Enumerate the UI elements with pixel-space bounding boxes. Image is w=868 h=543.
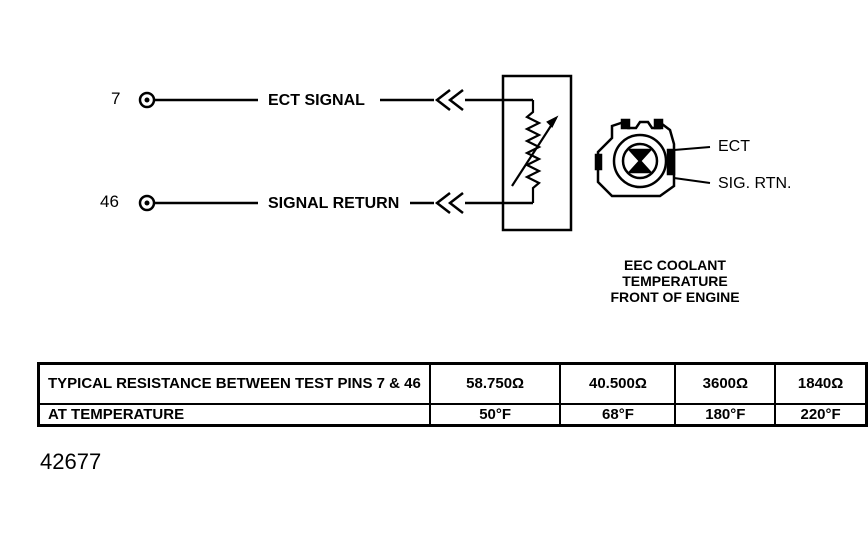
caption-line-3: FRONT OF ENGINE xyxy=(610,289,740,305)
signal-return-label: SIGNAL RETURN xyxy=(268,195,400,212)
pin-7-terminal xyxy=(138,91,156,109)
ect-signal-label: ECT SIGNAL xyxy=(268,92,365,109)
pin-7-label: 7 xyxy=(111,89,121,108)
resistance-value: 40.500Ω xyxy=(559,362,677,405)
caption-line-1: EEC COOLANT xyxy=(624,257,726,273)
sig-rtn-label: SIG. RTN. xyxy=(718,175,792,192)
resistance-row: TYPICAL RESISTANCE BETWEEN TEST PINS 7 &… xyxy=(37,362,868,405)
sensor-housing xyxy=(501,74,573,232)
temperature-value: 50°F xyxy=(428,402,562,427)
resistance-table: TYPICAL RESISTANCE BETWEEN TEST PINS 7 &… xyxy=(37,362,868,427)
resistance-value: 58.750Ω xyxy=(428,362,562,405)
resistance-value: 3600Ω xyxy=(674,362,777,405)
ect-callout-line xyxy=(673,146,711,151)
caption-line-2: TEMPERATURE xyxy=(622,273,728,289)
ect-signal-connector xyxy=(434,89,464,111)
resistance-header: TYPICAL RESISTANCE BETWEEN TEST PINS 7 &… xyxy=(37,362,431,405)
pin-46-terminal xyxy=(138,194,156,212)
temperature-header: AT TEMPERATURE xyxy=(37,402,431,427)
sensor-caption: EEC COOLANT TEMPERATURE FRONT OF ENGINE xyxy=(575,257,775,305)
pin-46-label: 46 xyxy=(100,192,119,211)
ect-label: ECT xyxy=(718,138,750,155)
sensor-connector-icon xyxy=(594,118,676,198)
temperature-value: 68°F xyxy=(559,402,677,427)
figure-number: 42677 xyxy=(40,449,102,474)
temperature-row: AT TEMPERATURE 50°F 68°F 180°F 220°F xyxy=(37,402,868,427)
temperature-value: 220°F xyxy=(774,402,868,427)
thermistor-symbol xyxy=(511,100,559,203)
temperature-value: 180°F xyxy=(674,402,777,427)
signal-return-connector xyxy=(434,192,464,214)
resistance-value: 1840Ω xyxy=(774,362,868,405)
sig-rtn-callout-line xyxy=(673,177,711,184)
